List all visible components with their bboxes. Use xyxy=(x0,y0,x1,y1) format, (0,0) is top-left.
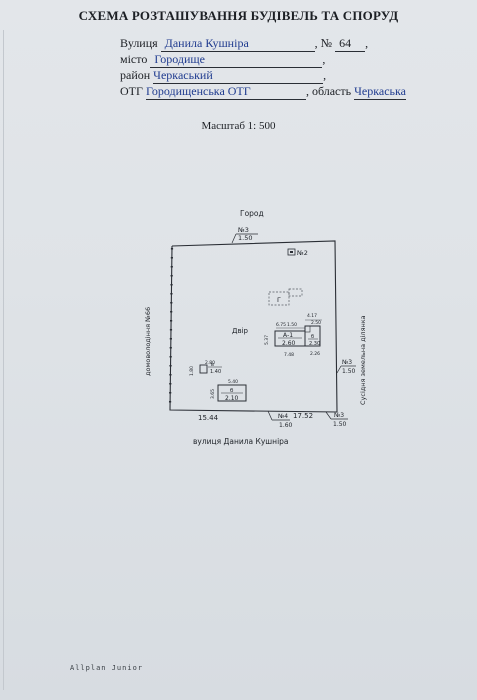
building-a1-label: А-1 xyxy=(283,332,293,339)
house-number: 64 xyxy=(335,36,366,52)
building-b-top-dim2: 2.50 xyxy=(311,320,321,326)
front-right-length: 17.52 xyxy=(293,412,313,420)
district-row: район Черкаський, xyxy=(120,68,326,84)
building-v-label: в xyxy=(211,362,214,368)
building-bb-top-dim: 5.40 xyxy=(228,379,238,385)
city-value: Городище xyxy=(150,52,323,68)
north-label: Город xyxy=(240,209,264,218)
top-mark-len: 1.50 xyxy=(238,234,252,242)
shed-label: Г xyxy=(277,296,281,304)
district-suffix: , xyxy=(323,68,327,82)
building-a1-value: 2.60 xyxy=(282,340,296,347)
building-bb-value: 2.10 xyxy=(225,395,239,402)
building-b-bottom-dim: 2.26 xyxy=(310,351,320,357)
building-bb-label: б xyxy=(230,388,234,394)
plot-boundary xyxy=(169,240,338,413)
city-row: місто Городище, xyxy=(120,52,325,68)
building-b-label: б xyxy=(311,334,314,340)
number-suffix: , xyxy=(365,36,369,50)
otg-row: ОТГ Городищенська ОТГ, область Черкаська xyxy=(120,84,406,100)
building-a1-side-dim: 5.37 xyxy=(264,335,270,345)
front-mark-no: №3 xyxy=(334,412,344,419)
east-neighbour-label: Сусідня земельна ділянка xyxy=(359,315,367,405)
district-value: Черкаський xyxy=(153,68,324,84)
page-fold xyxy=(3,30,4,690)
building-v-top-dim: 2.80 xyxy=(205,360,215,366)
top-mark-no: №3 xyxy=(237,226,249,234)
east-mark-len: 1.50 xyxy=(342,368,356,375)
otg-value: Городищенська ОТГ xyxy=(145,84,306,100)
software-footer: Allplan Junior xyxy=(70,664,144,672)
city-label: місто xyxy=(120,52,148,66)
region-label: , область xyxy=(305,84,352,98)
document-title: СХЕМА РОЗТАШУВАННЯ БУДІВЕЛЬ ТА СПОРУД xyxy=(78,8,399,23)
building-b xyxy=(304,325,321,347)
yard-label: Двір xyxy=(232,327,249,335)
shed-outline xyxy=(268,291,290,306)
region-value: Черкаська xyxy=(354,84,406,100)
street-label: Вулиця xyxy=(120,36,158,50)
front-mark-len: 1.50 xyxy=(333,421,347,428)
building-v-side-dim: 1.80 xyxy=(189,366,195,376)
building-a1-bottom-dim: 7.48 xyxy=(284,352,294,358)
building-bb-side-dim: 3.65 xyxy=(210,389,216,399)
district-label: район xyxy=(120,68,151,82)
front-gate-len: 1.60 xyxy=(279,422,293,429)
scale-label: Масштаб 1: 500 xyxy=(201,120,276,132)
well-label: №2 xyxy=(296,249,308,257)
building-b-value: 2.30 xyxy=(309,341,320,347)
otg-label: ОТГ xyxy=(120,84,143,98)
street-row: Вулиця Данила Кушніра, № 64, xyxy=(120,36,368,52)
well-icon xyxy=(287,248,296,256)
building-v-value: 1.40 xyxy=(210,369,221,375)
building-bb xyxy=(217,384,247,402)
east-mark-no: №3 xyxy=(342,359,352,366)
city-suffix: , xyxy=(322,52,326,66)
street-value: Данила Кушніра xyxy=(160,36,315,52)
building-b-top-dim: 4.17 xyxy=(307,313,317,319)
west-neighbour-label: домоволодіння №66 xyxy=(144,307,152,376)
building-v xyxy=(199,364,208,374)
front-left-length: 15.44 xyxy=(198,414,219,422)
number-label: , № xyxy=(314,36,333,50)
building-a1-small-dim: 1.50 xyxy=(287,322,297,328)
building-a1-top-dim: 6.75 xyxy=(276,322,286,328)
front-gate-no: №4 xyxy=(278,413,288,420)
street-name-label: вулиця Данила Кушніра xyxy=(193,437,289,446)
